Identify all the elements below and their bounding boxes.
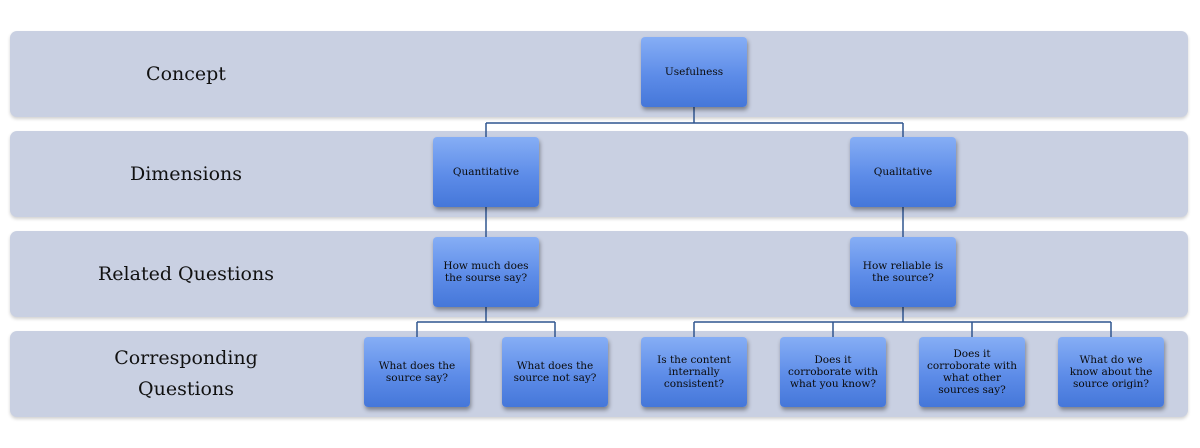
row-label-dimensions: Dimensions bbox=[129, 162, 243, 185]
node-qualitative: Qualitative bbox=[850, 137, 956, 207]
node-corroborate-other: Does it corroborate with what other sour… bbox=[919, 337, 1025, 407]
row-label-concept: Concept bbox=[146, 62, 226, 85]
node-quantitative: Quantitative bbox=[433, 137, 539, 207]
row-label-corresponding-questions: Corresponding Questions bbox=[114, 347, 258, 400]
node-source-origin: What do we know about the source origin? bbox=[1058, 337, 1164, 407]
row-concept: Concept bbox=[10, 31, 1188, 117]
row-related-questions: Related Questions bbox=[10, 231, 1188, 317]
node-internally-consistent: Is the content internally consistent? bbox=[641, 337, 747, 407]
row-label-related-questions: Related Questions bbox=[98, 262, 274, 285]
node-how-reliable: How reliable is the source? bbox=[850, 237, 956, 307]
node-corroborate-know: Does it corroborate with what you know? bbox=[780, 337, 886, 407]
node-what-say: What does the source say? bbox=[364, 337, 470, 407]
node-usefulness: Usefulness bbox=[641, 37, 747, 107]
row-dimensions: Dimensions bbox=[10, 131, 1188, 217]
node-how-much: How much does the sourse say? bbox=[433, 237, 539, 307]
node-what-not-say: What does the source not say? bbox=[502, 337, 608, 407]
